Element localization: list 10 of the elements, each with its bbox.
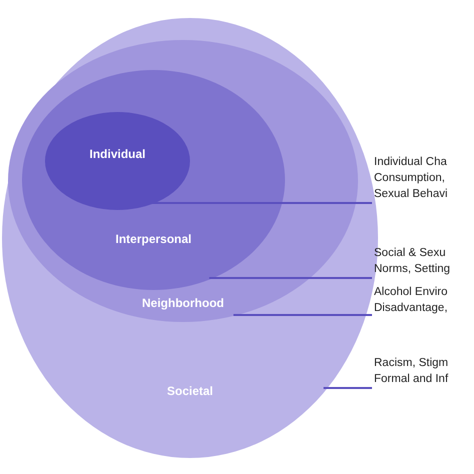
leader-line bbox=[209, 277, 372, 279]
factor-text: Racism, Stigm Formal and Inf bbox=[374, 355, 472, 387]
level-label: Individual bbox=[88, 147, 146, 161]
level-label: Neighborhood bbox=[141, 296, 225, 310]
factor-text: Individual Cha Consumption, Sexual Behavi bbox=[374, 154, 472, 202]
leader-line bbox=[150, 202, 372, 204]
factor-text: Social & Sexu Norms, Setting bbox=[374, 245, 472, 277]
level-label: Societal bbox=[166, 384, 214, 398]
level-label: Interpersonal bbox=[114, 232, 193, 246]
factor-text: Alcohol Enviro Disadvantage, bbox=[374, 284, 472, 316]
